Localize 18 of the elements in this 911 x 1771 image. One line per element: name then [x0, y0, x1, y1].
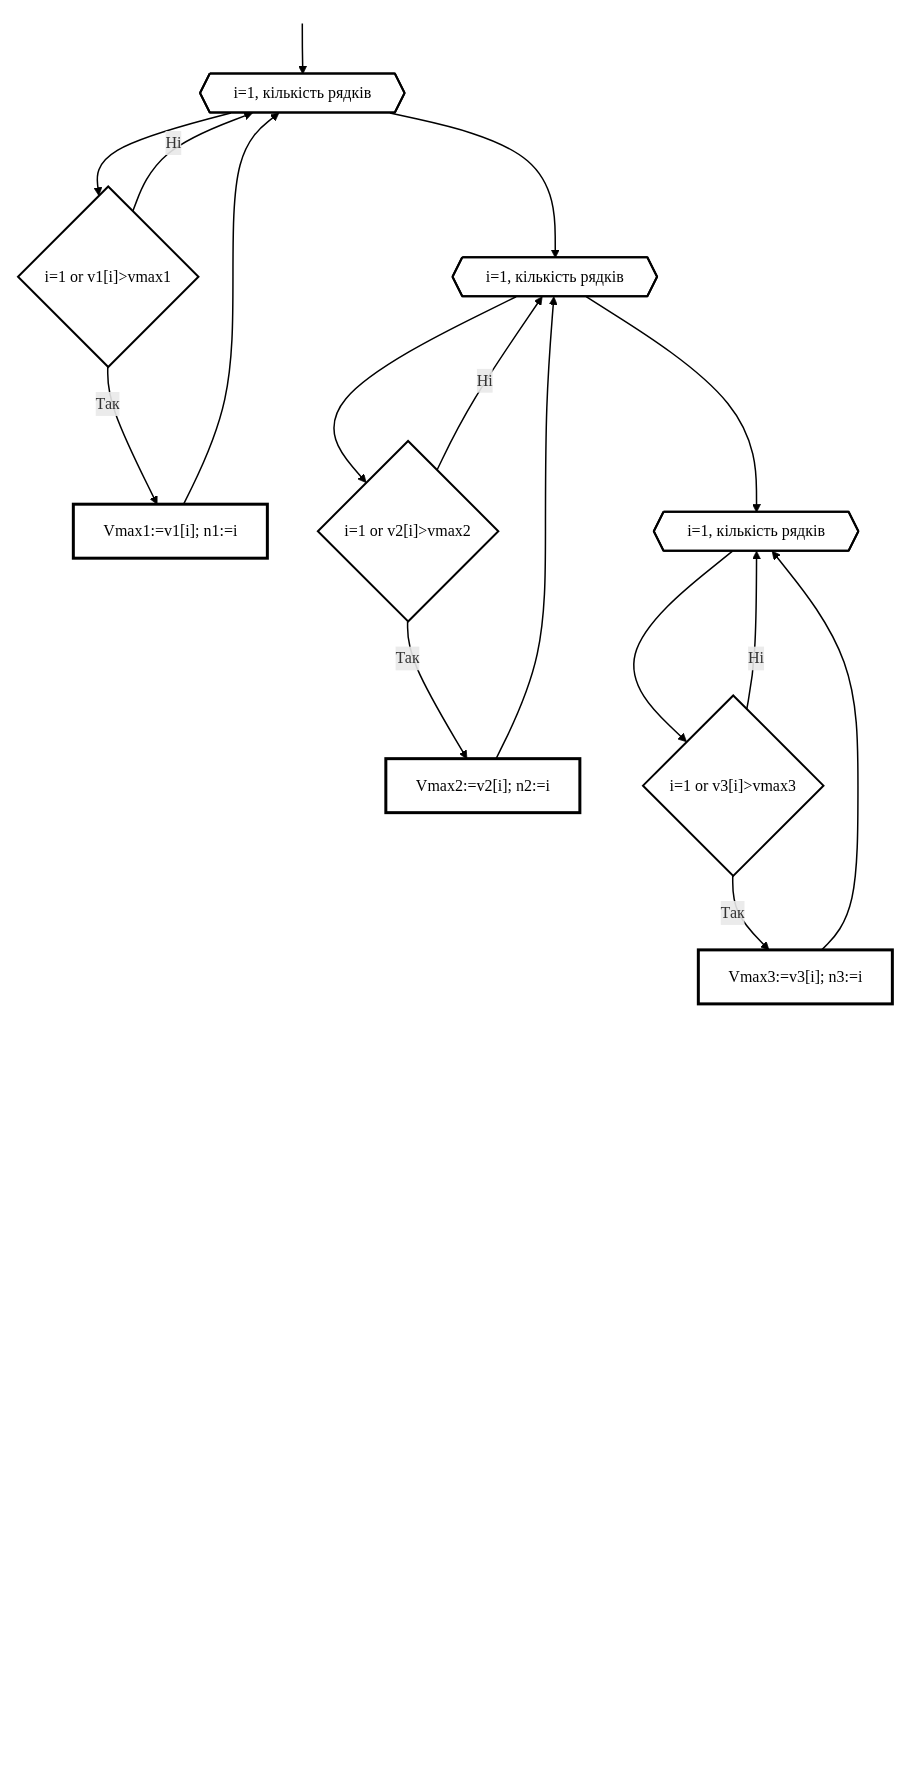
node-box: Vmax1:=v1[i]; n1:=i: [72, 502, 270, 560]
node-diamond: i=1 or v3[i]>vmax3: [641, 694, 826, 878]
arrow: [633, 550, 734, 743]
node-diamond: i=1 or v1[i]>vmax1: [16, 185, 201, 369]
edge-label: Ні: [477, 371, 494, 389]
node-box: Vmax2:=v2[i]; n2:=i: [384, 757, 582, 815]
arrow: [183, 112, 280, 505]
node-box: Vmax3:=v3[i]; n3:=i: [697, 948, 895, 1006]
edge-label: Так: [395, 649, 421, 667]
arrow: [585, 296, 762, 513]
edge-label: Так: [720, 903, 746, 921]
arrow: [298, 22, 308, 75]
node-diamond: i=1 or v2[i]>vmax2: [316, 439, 501, 623]
arrow: [333, 296, 518, 483]
edge-label: Так: [95, 394, 121, 412]
edge-label: Ні: [165, 134, 182, 152]
edge-label: Ні: [748, 649, 765, 667]
arrow: [436, 296, 543, 472]
